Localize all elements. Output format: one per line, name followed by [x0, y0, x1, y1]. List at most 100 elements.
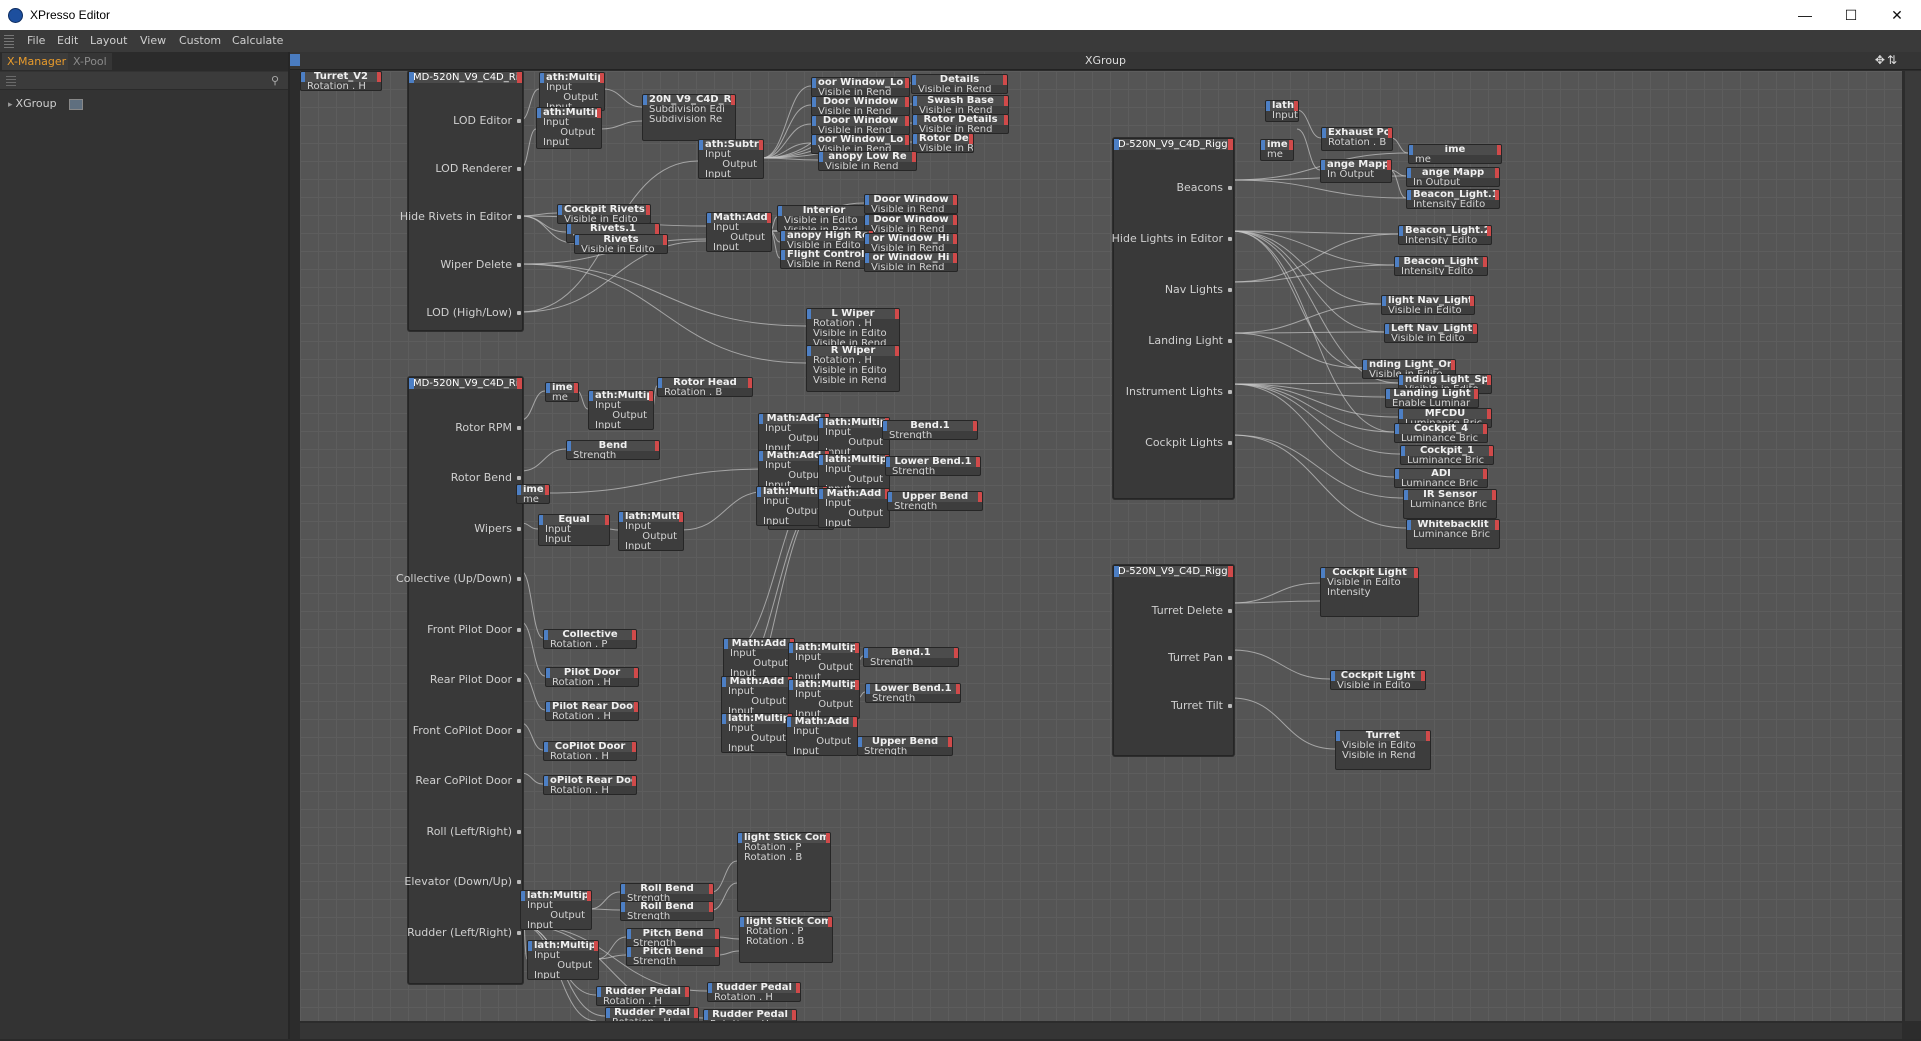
node-port[interactable]: Rotation . B	[746, 937, 805, 947]
node-port[interactable]: In Output	[1327, 170, 1375, 180]
object-node-main-controls[interactable]: MD-520N_V9_C4D_Rigged Rotor RPM Rotor Be…	[396, 377, 523, 984]
move-zoom-icon[interactable]: ✥⇅	[1874, 53, 1899, 67]
node-port[interactable]: Intensity	[1327, 588, 1371, 598]
node-port[interactable]: Visible in Rend	[919, 125, 993, 134]
node-port[interactable]: me	[552, 393, 568, 402]
node-port[interactable]: Strength	[627, 912, 671, 921]
node-port[interactable]: Output	[751, 734, 786, 744]
node-port[interactable]: Output	[848, 475, 883, 485]
node-port[interactable]: Visible in Edito	[787, 241, 861, 251]
node-port[interactable]: Output	[786, 507, 821, 517]
node-port[interactable]: Output	[722, 160, 757, 170]
maximize-icon[interactable]: ☐	[1844, 7, 1858, 23]
search-icon[interactable]: ⚲	[271, 74, 280, 87]
port-front-copilot-door[interactable]: Front CoPilot Door	[412, 724, 522, 737]
port-rear-copilot-door[interactable]: Rear CoPilot Door	[415, 774, 521, 787]
node-port[interactable]: In Output	[1413, 178, 1461, 187]
node-port[interactable]: Output	[563, 93, 598, 103]
node-port[interactable]: Output	[818, 700, 853, 710]
node-port[interactable]: Strength	[870, 658, 914, 667]
node-port[interactable]: Input	[545, 535, 571, 545]
node-port[interactable]: me	[1415, 155, 1431, 164]
node-port[interactable]: Rotation . H	[552, 678, 611, 687]
node-port[interactable]: Output	[560, 128, 595, 138]
tree-item-xgroup[interactable]: ▸XGroup	[8, 97, 83, 110]
node-canvas[interactable]: MD-520N_V9_C4D_Rigged LOD Editor LOD Ren…	[300, 71, 1902, 1021]
node-port[interactable]: Visible in Rend	[813, 339, 887, 349]
node-port[interactable]: Input	[730, 649, 756, 659]
port-cockpit-lights[interactable]: Cockpit Lights	[1145, 436, 1232, 449]
node-port[interactable]: Input	[763, 517, 789, 526]
node-port[interactable]: Strength	[892, 467, 936, 476]
node-port[interactable]: Visible in Edito	[1342, 741, 1416, 751]
node-port[interactable]: Visible in Rend	[919, 144, 973, 153]
node-port[interactable]: Rotation . H	[603, 997, 662, 1006]
menu-grip-icon[interactable]	[4, 34, 14, 48]
node-port[interactable]: Strength	[894, 502, 938, 511]
port-rear-pilot-door[interactable]: Rear Pilot Door	[429, 673, 522, 686]
node-port[interactable]: Rotation . H	[704, 1020, 796, 1021]
node-port[interactable]: Input	[534, 951, 560, 961]
node-port[interactable]: Rotation . P	[746, 927, 804, 937]
node-port[interactable]: Output	[557, 961, 592, 971]
node-port[interactable]: Luminance Bric	[1407, 456, 1485, 465]
port-lod-renderer[interactable]: LOD Renderer	[435, 162, 521, 175]
node-port[interactable]: Strength	[889, 431, 933, 440]
port-landing-light[interactable]: Landing Light	[1148, 334, 1232, 347]
node-port[interactable]: me	[523, 495, 539, 504]
node-port[interactable]: Input	[705, 150, 731, 160]
node-port[interactable]: Visible in Edito	[564, 215, 638, 224]
node-port[interactable]: Visible in Rend	[871, 225, 945, 234]
node-port[interactable]: Input	[825, 465, 851, 475]
port-turret-pan[interactable]: Turret Pan	[1167, 651, 1233, 664]
node-port[interactable]: Input	[825, 428, 851, 438]
node-port[interactable]: Rotation . P	[744, 843, 802, 853]
menu-calculate[interactable]: Calculate	[232, 34, 284, 47]
node-port[interactable]: Intensity Edito	[1405, 236, 1478, 245]
node-port[interactable]: Input	[728, 687, 754, 697]
node-port[interactable]: Input	[765, 461, 791, 471]
vertical-scrollbar[interactable]	[1905, 71, 1921, 1021]
node-port[interactable]: Visible in Rend	[813, 376, 887, 386]
node-port[interactable]: Visible in Edito	[784, 216, 858, 226]
node-port[interactable]: Visible in Rend	[818, 107, 892, 116]
node-port[interactable]: Rotation . H	[813, 319, 872, 329]
node-port[interactable]: Strength	[872, 694, 916, 703]
node-port[interactable]: Input	[765, 424, 791, 434]
close-icon[interactable]: ✕	[1891, 7, 1903, 23]
node-port[interactable]: Visible in Rend	[784, 226, 858, 232]
node-port[interactable]: Output	[612, 411, 647, 421]
node-port[interactable]: Subdivision Re	[649, 115, 723, 125]
node-port[interactable]: Strength	[864, 747, 908, 756]
node-port[interactable]: Visible in Edito	[813, 329, 887, 339]
port-collective[interactable]: Collective (Up/Down)	[396, 572, 521, 585]
port-lod-high-low[interactable]: LOD (High/Low)	[426, 306, 521, 319]
node-port[interactable]: Intensity Edito	[1413, 200, 1486, 209]
port-rotor-bend[interactable]: Rotor Bend	[450, 471, 522, 484]
node-port[interactable]: Strength	[633, 939, 677, 948]
